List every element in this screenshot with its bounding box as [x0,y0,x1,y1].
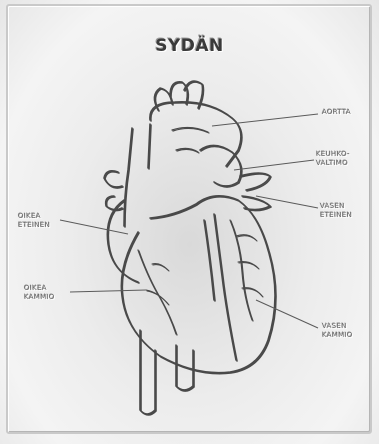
aortic-arch [150,102,241,166]
label-vasen-eteinen: VASEN ETEINEN [320,202,352,220]
aortic-branch-2 [170,82,187,104]
coronary-vessel-left [138,250,176,334]
superior-vena-cava [124,128,132,226]
interventricular-groove [214,214,236,360]
aortic-branch-1 [154,88,172,110]
pulmonary-vein-upper [240,173,270,190]
label-aorta: AORTTA [322,108,351,117]
leader-vasen-kammio [256,300,318,328]
label-vasen-kammio: VASEN KAMMIO [322,322,353,340]
inferior-vessel-left [140,330,155,414]
label-oikea-kammio: OIKEA KAMMIO [24,284,55,302]
leader-oikea-kammio [70,290,146,292]
leader-keuhkovaltimo [234,160,314,170]
vessel-left-1 [104,171,122,187]
label-oikea-eteinen: OIKEA ETEINEN [18,212,50,230]
leader-oikea-eteinen [60,220,128,234]
label-keuhkovaltimo: KEUHKO- VALTIMO [316,150,350,168]
heart-body [121,196,275,373]
pulmonary-trunk [200,145,241,186]
